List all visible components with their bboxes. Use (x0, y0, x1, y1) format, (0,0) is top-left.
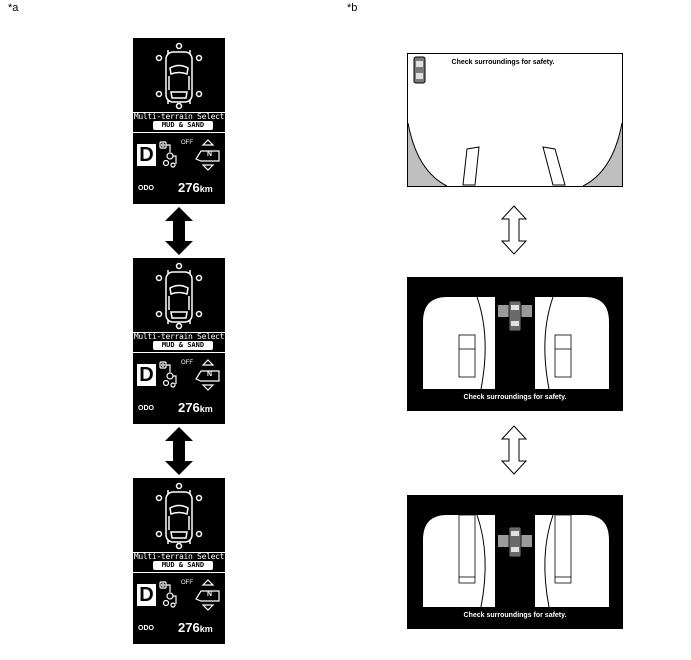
neutral-indicator: N (207, 591, 213, 598)
side-view-graphic (407, 277, 623, 411)
neutral-shift-icon (195, 579, 220, 611)
neutral-indicator: N (207, 371, 213, 378)
safety-message: Check surroundings for safety. (463, 612, 567, 619)
mts-mode-badge: MUD & SAND (153, 561, 213, 570)
odo-value: 276 (178, 180, 200, 195)
open-double-arrow-icon (501, 205, 527, 255)
camera-screen-1: Check surroundings for safety. (407, 53, 623, 187)
odometer-reading: 276km (178, 620, 213, 635)
panel-label-a: *a (8, 2, 19, 14)
divider (133, 132, 225, 133)
odo-unit: km (199, 184, 213, 194)
meter-display-1: Multi-terrain Select MUD & SAND D OFF N … (133, 38, 225, 204)
meter-display-3: Multi-terrain Select MUD & SAND D OFF N … (133, 478, 225, 644)
odo-label: ODO (138, 185, 154, 192)
mts-mode-badge: MUD & SAND (153, 341, 213, 350)
double-arrow-icon (165, 207, 193, 255)
neutral-shift-icon (195, 359, 220, 391)
mts-title: Multi-terrain Select (133, 332, 225, 341)
transfer-gear-icon (159, 141, 177, 168)
neutral-indicator: N (207, 151, 213, 158)
gear-indicator: D (137, 144, 156, 166)
camera-screen-2: Check surroundings for safety. (407, 277, 623, 411)
mts-title: Multi-terrain Select (133, 112, 225, 121)
divider (133, 112, 225, 113)
divider (133, 352, 225, 353)
odo-unit: km (199, 624, 213, 634)
meter-display-2: Multi-terrain Select MUD & SAND D OFF N … (133, 258, 225, 424)
side-view-graphic (407, 495, 623, 629)
gear-indicator: D (137, 584, 156, 606)
safety-message: Check surroundings for safety. (463, 394, 567, 401)
transfer-status: OFF (181, 580, 193, 586)
odometer-reading: 276km (178, 180, 213, 195)
divider (133, 332, 225, 333)
vehicle-top-view-icon (155, 262, 203, 330)
open-double-arrow-icon (501, 425, 527, 475)
mts-title: Multi-terrain Select (133, 552, 225, 561)
odo-label: ODO (138, 625, 154, 632)
odo-value: 276 (178, 620, 200, 635)
vehicle-top-view-icon (155, 42, 203, 110)
odometer-reading: 276km (178, 400, 213, 415)
camera-view-graphic (407, 53, 623, 187)
camera-screen-3: Check surroundings for safety. (407, 495, 623, 629)
divider (133, 572, 225, 573)
panel-label-b: *b (347, 2, 358, 14)
transfer-gear-icon (159, 581, 177, 608)
gear-indicator: D (137, 364, 156, 386)
odo-label: ODO (138, 405, 154, 412)
safety-message: Check surroundings for safety. (451, 59, 555, 66)
transfer-status: OFF (181, 140, 193, 146)
vehicle-top-view-icon (155, 482, 203, 550)
neutral-shift-icon (195, 139, 220, 171)
mts-mode-badge: MUD & SAND (153, 121, 213, 130)
odo-unit: km (199, 404, 213, 414)
transfer-status: OFF (181, 360, 193, 366)
divider (133, 552, 225, 553)
odo-value: 276 (178, 400, 200, 415)
transfer-gear-icon (159, 361, 177, 388)
double-arrow-icon (165, 427, 193, 475)
